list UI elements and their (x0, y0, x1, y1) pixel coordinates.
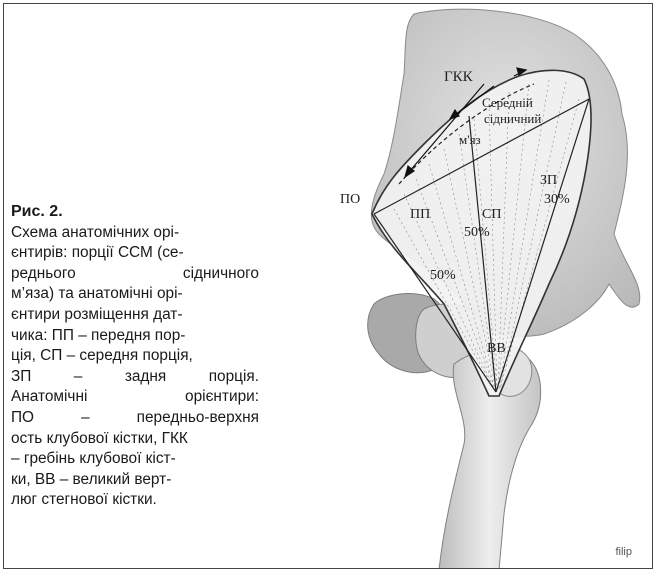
anatomical-illustration: ГКК Середній сідничний м'яз ПО ПП СП ЗП … (304, 4, 653, 569)
caption-line: ки, ВВ – великий верт- (11, 470, 259, 491)
figure-caption: Рис. 2. Схема анатомічних орі- єнтирів: … (11, 202, 259, 511)
label-muscle-line-1: Середній (482, 95, 533, 110)
label-sp: СП (482, 207, 501, 222)
caption-line: єнтирів: порції ССМ (се- (11, 243, 259, 264)
caption-line: реднього сідничного (11, 264, 259, 285)
image-credit: filip (615, 546, 632, 558)
caption-line: єнтири розміщення дат- (11, 305, 259, 326)
caption-line: ція, СП – середня порція, (11, 346, 259, 367)
label-pp: ПП (410, 207, 430, 222)
label-zp-percent: 30% (544, 192, 570, 207)
caption-line: ПО – передньо-верхня (11, 408, 259, 429)
label-muscle-line-3: м'яз (459, 132, 481, 147)
caption-line: м’яза) та анатомічні орі- (11, 284, 259, 305)
label-sp-percent: 50% (464, 225, 490, 240)
label-gkk: ГКК (444, 69, 474, 85)
caption-line: Схема анатомічних орі- (11, 223, 259, 244)
caption-line: ость клубової кістки, ГКК (11, 429, 259, 450)
caption-line: Анатомічні орієнтири: (11, 387, 259, 408)
label-pp-percent: 50% (430, 268, 456, 283)
label-muscle-line-2: сідничний (484, 111, 541, 126)
label-po: ПО (340, 192, 360, 207)
caption-line: люг стегнової кістки. (11, 490, 259, 511)
figure-frame: Рис. 2. Схема анатомічних орі- єнтирів: … (3, 3, 653, 569)
caption-line: ЗП – задня порція. (11, 367, 259, 388)
caption-line: – гребінь клубової кіст- (11, 449, 259, 470)
caption-line: чика: ПП – передня пор- (11, 326, 259, 347)
label-zp: ЗП (540, 173, 557, 188)
label-vv: ВВ (487, 341, 506, 356)
pelvis-diagram: ГКК Середній сідничний м'яз ПО ПП СП ЗП … (304, 4, 653, 569)
figure-number: Рис. 2. (11, 202, 259, 223)
